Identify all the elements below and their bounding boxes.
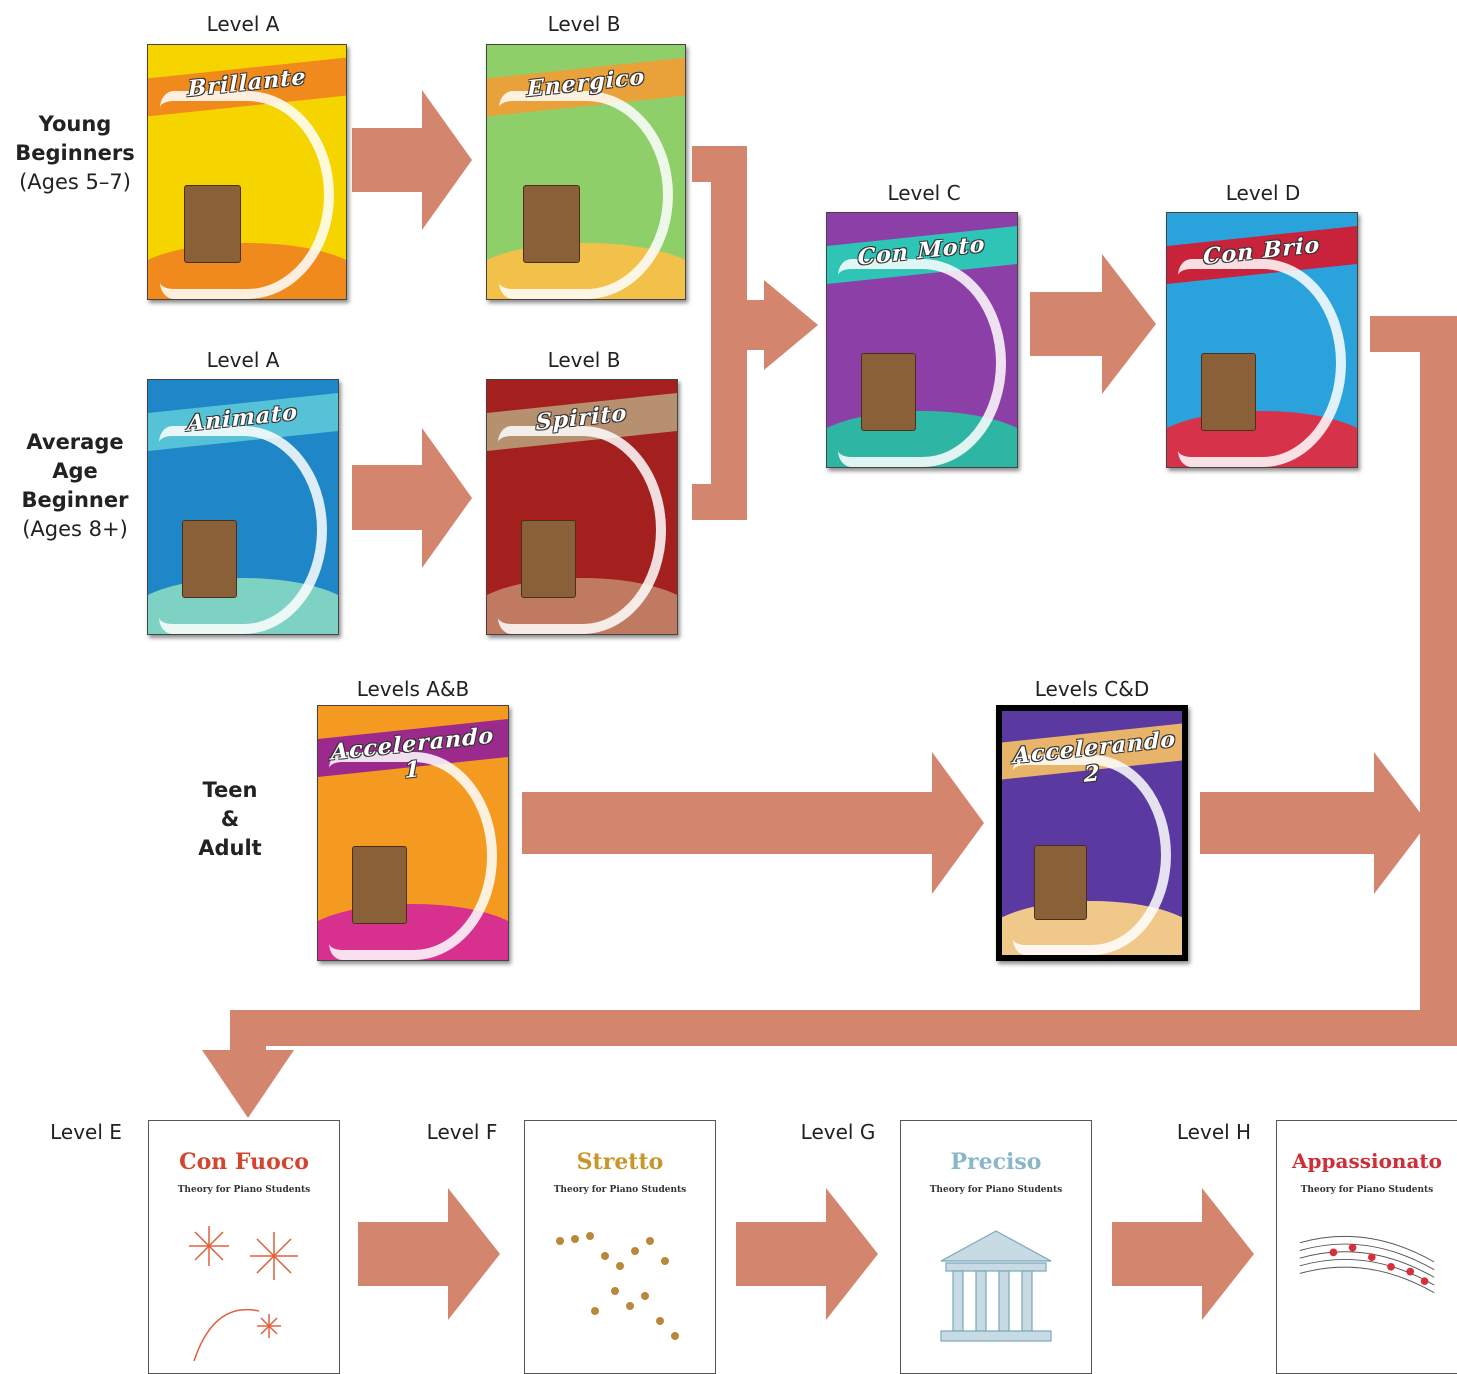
group-label-teen: Teen & Adult [170, 776, 290, 863]
arrow-merge-to-c [747, 280, 818, 370]
group-label-average-ages: (Ages 8+) [22, 517, 128, 541]
group-label-teen-line1: Teen [202, 778, 258, 802]
arrow-e-to-f [358, 1188, 500, 1320]
arrow-down-to-e [202, 1046, 294, 1118]
piano-icon [182, 519, 238, 598]
book-cover-preciso: Preciso Theory for Piano Students [900, 1120, 1092, 1374]
cover-swoosh [498, 90, 674, 299]
level-label-young-b: Level B [547, 12, 621, 36]
group-label-teen-line2: & [220, 807, 240, 831]
piano-icon [861, 352, 917, 431]
level-label-avg-a: Level A [206, 348, 280, 372]
music-notes-icon [556, 1232, 679, 1340]
cover-swoosh [1178, 258, 1346, 467]
level-label-g: Level G [800, 1120, 876, 1144]
group-label-average-line1: Average [26, 430, 124, 454]
level-label-teen-cd: Levels C&D [1034, 677, 1150, 701]
group-label-average: Average Age Beginner (Ages 8+) [10, 428, 140, 544]
book-title: Con Fuoco [179, 1149, 309, 1175]
book-cover-spirito: Spirito [486, 379, 678, 635]
book-title: Appassionato [1292, 1149, 1442, 1173]
arrow-g-to-h [1112, 1188, 1254, 1320]
piano-icon [522, 184, 581, 263]
group-label-young-line1: Young [38, 112, 112, 136]
cover-swoosh [159, 425, 327, 634]
book-cover-animato: Animato [147, 379, 339, 635]
level-label-young-a: Level A [206, 12, 280, 36]
group-label-average-line3: Beginner [21, 488, 129, 512]
group-label-young-line2: Beginners [15, 141, 135, 165]
book-cover-con-brio: Con Brio [1166, 212, 1358, 468]
group-label-average-line2: Age [52, 459, 98, 483]
connector-right-vertical [1420, 316, 1457, 1046]
arrow-c-to-d [1030, 254, 1156, 394]
cover-swoosh [838, 258, 1006, 467]
group-label-young-ages: (Ages 5–7) [19, 170, 131, 194]
level-label-d: Level D [1225, 181, 1301, 205]
cover-swoosh [329, 751, 497, 960]
book-cover-accelerando-1: Accelerando 1 [317, 705, 509, 961]
book-subtitle: Theory for Piano Students [177, 1185, 311, 1195]
piano-icon [1034, 845, 1087, 921]
book-cover-stretto: Stretto Theory for Piano Students [524, 1120, 716, 1374]
level-label-teen-ab: Levels A&B [356, 677, 470, 701]
level-label-h: Level H [1176, 1120, 1252, 1144]
arrow-avg-a-to-b [352, 428, 472, 568]
cover-swoosh [159, 90, 335, 299]
arrow-teen-cd-to-trunk [1200, 752, 1428, 894]
piano-icon [1201, 352, 1257, 431]
temple-icon [940, 1230, 1052, 1342]
connector-merge-vertical [711, 146, 747, 520]
book-subtitle: Theory for Piano Students [929, 1185, 1063, 1195]
book-cover-con-moto: Con Moto [826, 212, 1018, 468]
fireworks-icon [189, 1226, 298, 1361]
book-cover-appassionato: Appassionato Theory for Piano Students [1276, 1120, 1457, 1374]
connector-bottom-horizontal [230, 1010, 1457, 1046]
level-label-e: Level E [50, 1120, 122, 1144]
book-title: Preciso [950, 1149, 1042, 1175]
book-cover-energico: Energico [486, 44, 686, 300]
music-staff-icon [1299, 1235, 1435, 1294]
book-cover-con-fuoco: Con Fuoco Theory for Piano Students [148, 1120, 340, 1374]
cover-swoosh [1012, 754, 1172, 955]
group-label-young: Young Beginners (Ages 5–7) [10, 110, 140, 197]
arrow-young-a-to-b [352, 90, 472, 230]
book-cover-accelerando-2: Accelerando 2 [996, 705, 1188, 961]
piano-icon [521, 519, 577, 598]
piano-icon [352, 845, 408, 924]
piano-icon [183, 184, 242, 263]
level-label-f: Level F [426, 1120, 498, 1144]
level-label-c: Level C [887, 181, 961, 205]
arrow-f-to-g [736, 1188, 878, 1320]
cover-swoosh [498, 425, 666, 634]
book-title: Stretto [576, 1149, 664, 1175]
book-subtitle: Theory for Piano Students [1300, 1185, 1434, 1195]
level-label-avg-b: Level B [547, 348, 621, 372]
book-cover-brillante: Brillante [147, 44, 347, 300]
book-subtitle: Theory for Piano Students [553, 1185, 687, 1195]
arrow-teen-ab-to-cd [522, 752, 984, 894]
group-label-teen-line3: Adult [198, 836, 262, 860]
